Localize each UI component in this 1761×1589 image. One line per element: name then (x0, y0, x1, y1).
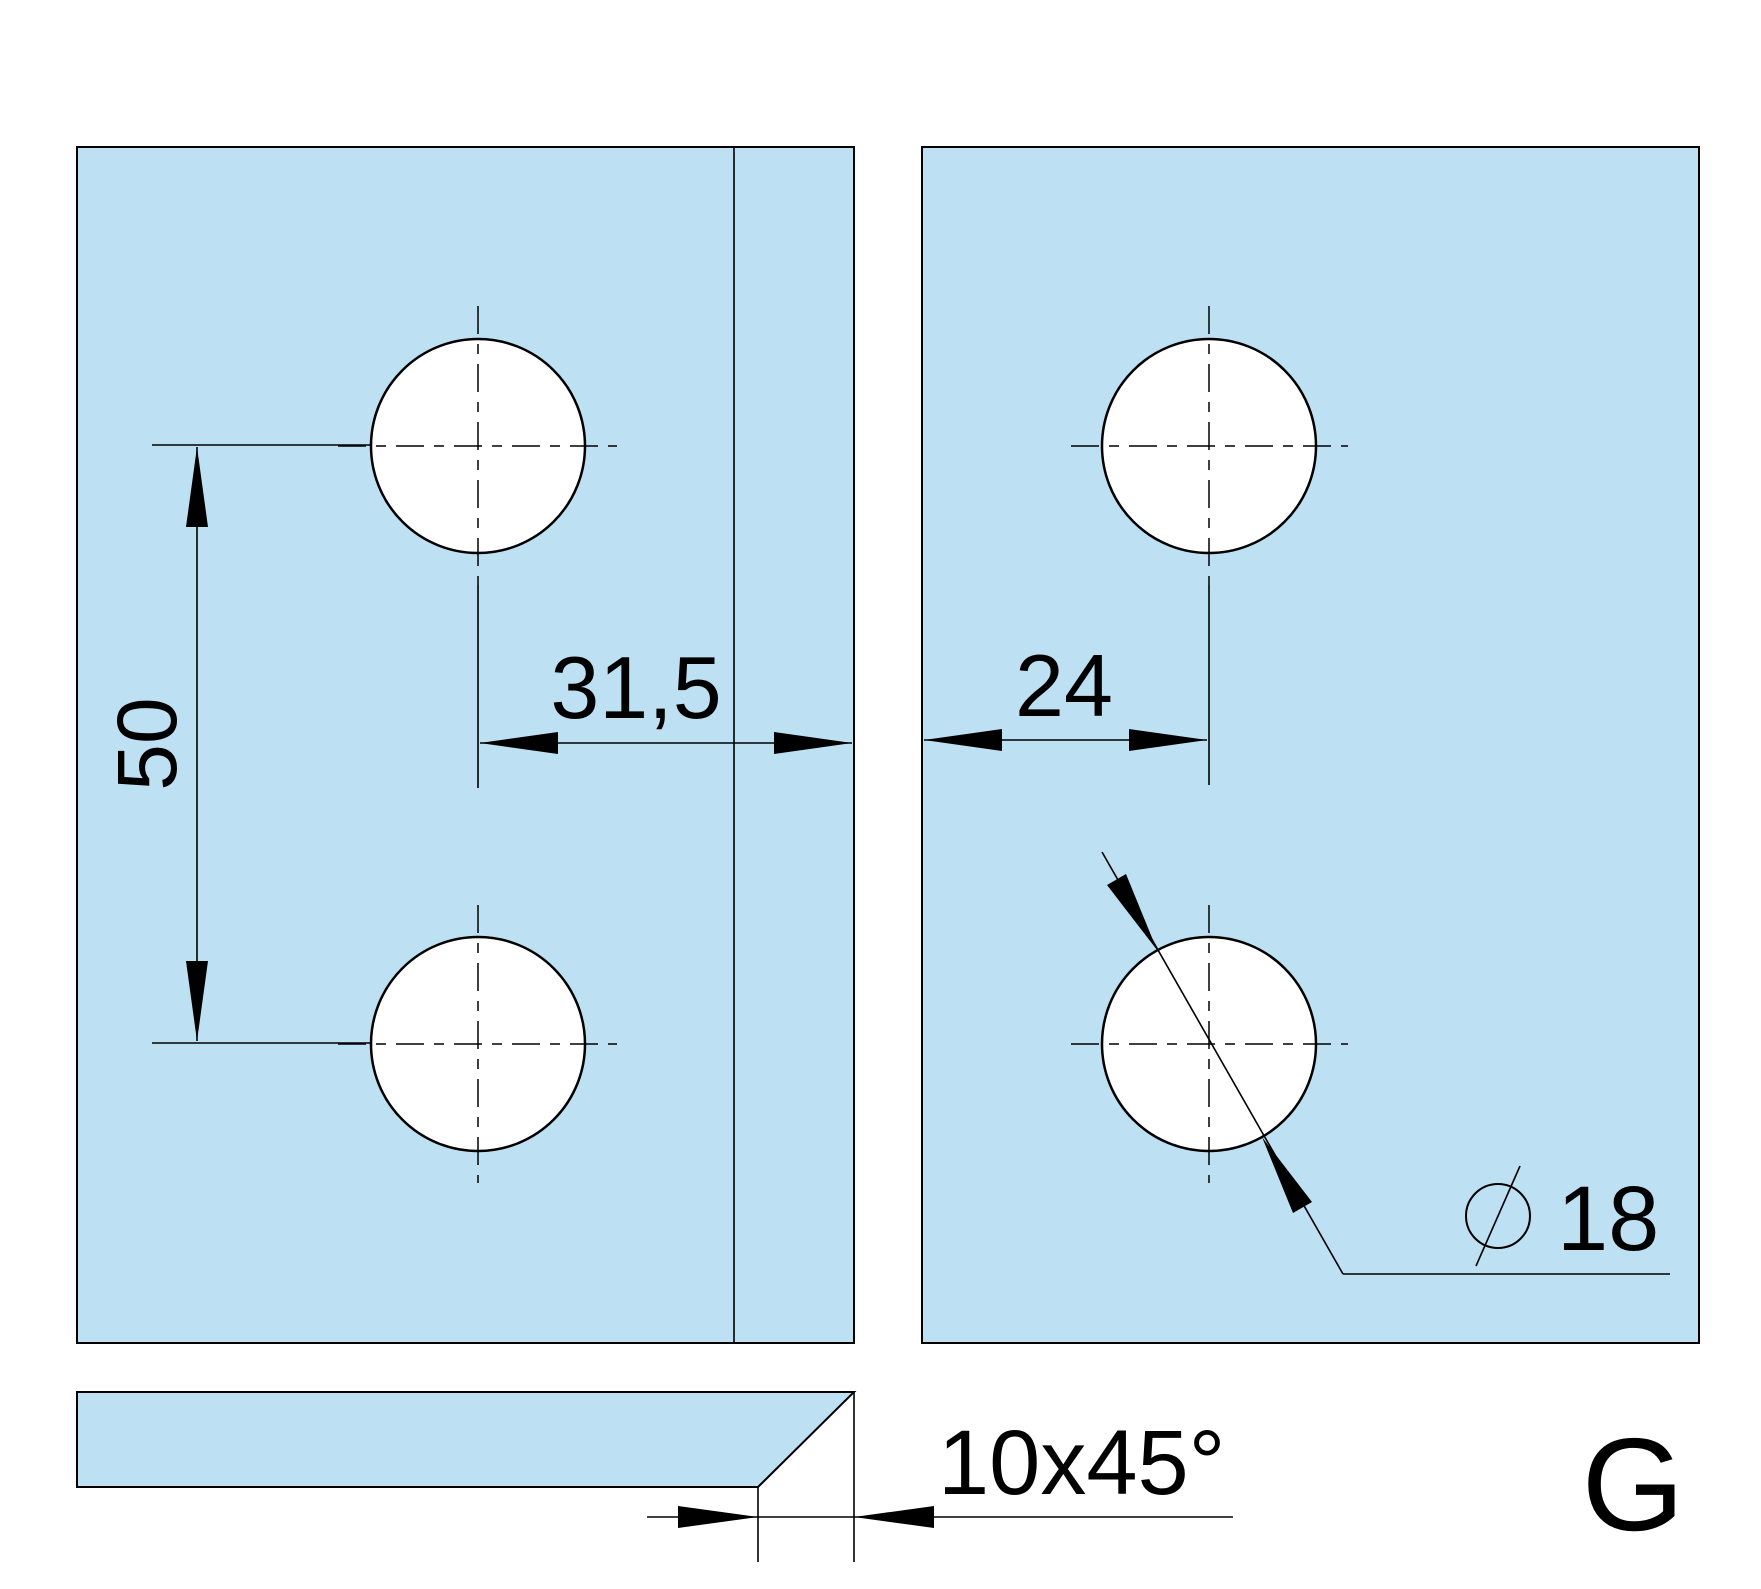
arrowhead (1262, 1137, 1312, 1213)
arrowhead (1129, 729, 1207, 751)
dimension-left-hole-to-edge: 31,5 (477, 585, 852, 788)
dimension-label-hole-diameter: 18 (1557, 1168, 1659, 1270)
right-plate (921, 146, 1700, 1344)
arrowhead (186, 961, 208, 1041)
left-plate (76, 146, 855, 1344)
dimension-hole-spacing: 50 (100, 444, 372, 1044)
right-plate-body (921, 146, 1700, 1344)
arrowhead (480, 732, 558, 754)
diameter-symbol-slash (1475, 1165, 1521, 1267)
dimension-label-left-hole-to-edge: 31,5 (550, 638, 721, 737)
arrowhead (854, 1506, 934, 1528)
dimension-hole-diameter: 18 (1101, 851, 1670, 1275)
dimension-label-chamfer: 10x45° (938, 1412, 1225, 1514)
side-view-profile (76, 1391, 857, 1488)
arrowhead (678, 1506, 758, 1528)
arrowhead (186, 447, 208, 527)
arrowhead (1107, 874, 1157, 950)
side-view: 10x45° (76, 1391, 1233, 1562)
variant-label: G (1582, 1411, 1685, 1558)
dimension-label-hole-spacing: 50 (100, 697, 194, 790)
diameter-symbol (1465, 1183, 1531, 1249)
arrowhead (774, 732, 852, 754)
arrowhead (924, 729, 1002, 751)
dimension-label-right-hole-to-edge: 24 (1015, 636, 1113, 735)
dimension-right-hole-to-edge: 24 (924, 585, 1210, 785)
